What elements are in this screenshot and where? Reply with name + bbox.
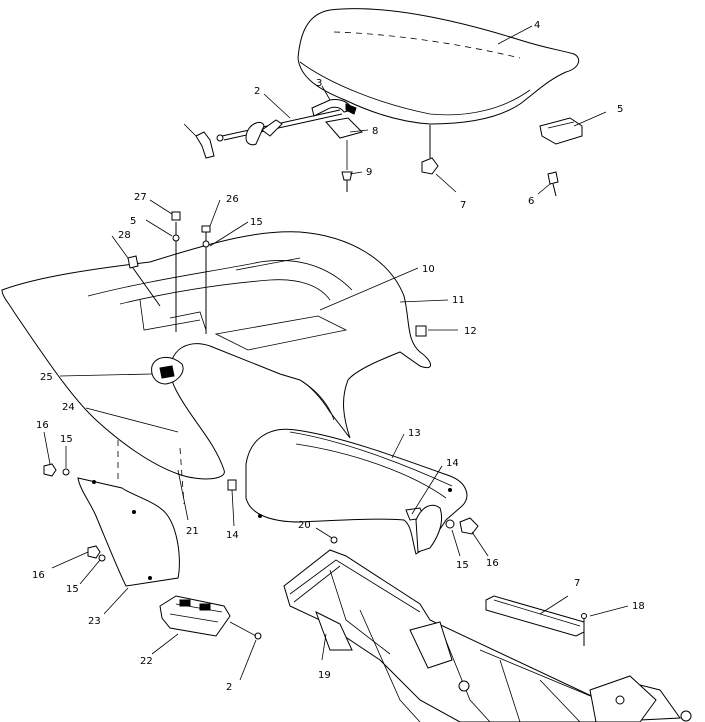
callout-7-nut: 7 xyxy=(460,200,466,211)
latch-assembly xyxy=(183,99,363,192)
footrest-22 xyxy=(159,595,262,640)
callout-10: 10 xyxy=(422,264,435,275)
callout-14-right: 14 xyxy=(446,458,459,469)
callout-19: 19 xyxy=(318,670,331,681)
callout-4: 4 xyxy=(534,20,540,31)
callout-15-top: 15 xyxy=(250,217,263,228)
seat-part xyxy=(297,8,580,158)
callout-6: 6 xyxy=(528,196,534,207)
callout-14-center: 14 xyxy=(226,530,239,541)
bolt-6 xyxy=(547,171,559,197)
callout-20: 20 xyxy=(298,520,311,531)
callout-12: 12 xyxy=(464,326,477,337)
callout-8: 8 xyxy=(372,126,378,137)
callout-labels: 4 3 2 8 9 5 7 6 27 5 26 28 15 10 11 12 2… xyxy=(32,20,645,693)
callout-7-bracket: 7 xyxy=(574,578,580,589)
callout-11: 11 xyxy=(452,295,465,306)
callout-23: 23 xyxy=(88,616,101,627)
callout-2: 2 xyxy=(254,86,260,97)
callout-16-left: 16 xyxy=(36,420,49,431)
leader-lines xyxy=(43,25,629,681)
seat-bracket xyxy=(539,117,583,145)
grommet-12 xyxy=(415,325,427,337)
clip-25 xyxy=(151,357,184,385)
frame-19 xyxy=(283,549,692,722)
hardware-small xyxy=(43,463,479,562)
callout-24: 24 xyxy=(62,402,75,413)
callout-25: 25 xyxy=(40,372,53,383)
callout-15-right: 15 xyxy=(456,560,469,571)
callout-22: 22 xyxy=(140,656,153,667)
callout-21: 21 xyxy=(186,526,199,537)
callout-15-lower: 15 xyxy=(66,584,79,595)
nut-7 xyxy=(421,157,439,175)
callout-3: 3 xyxy=(316,78,322,89)
rear-fender xyxy=(1,231,431,480)
callout-2-screw: 2 xyxy=(226,682,232,693)
callout-28: 28 xyxy=(118,230,131,241)
fender-fasteners xyxy=(127,211,211,334)
callout-16-right: 16 xyxy=(486,558,499,569)
bracket-17 xyxy=(485,595,587,646)
callout-18: 18 xyxy=(632,601,645,612)
callout-26: 26 xyxy=(226,194,239,205)
callout-5-bracket: 5 xyxy=(617,104,623,115)
callout-27: 27 xyxy=(134,192,147,203)
callout-13: 13 xyxy=(408,428,421,439)
callout-9: 9 xyxy=(366,167,372,178)
callout-15-left: 15 xyxy=(60,434,73,445)
callout-5-washer: 5 xyxy=(130,216,136,227)
callout-16-lower: 16 xyxy=(32,570,45,581)
